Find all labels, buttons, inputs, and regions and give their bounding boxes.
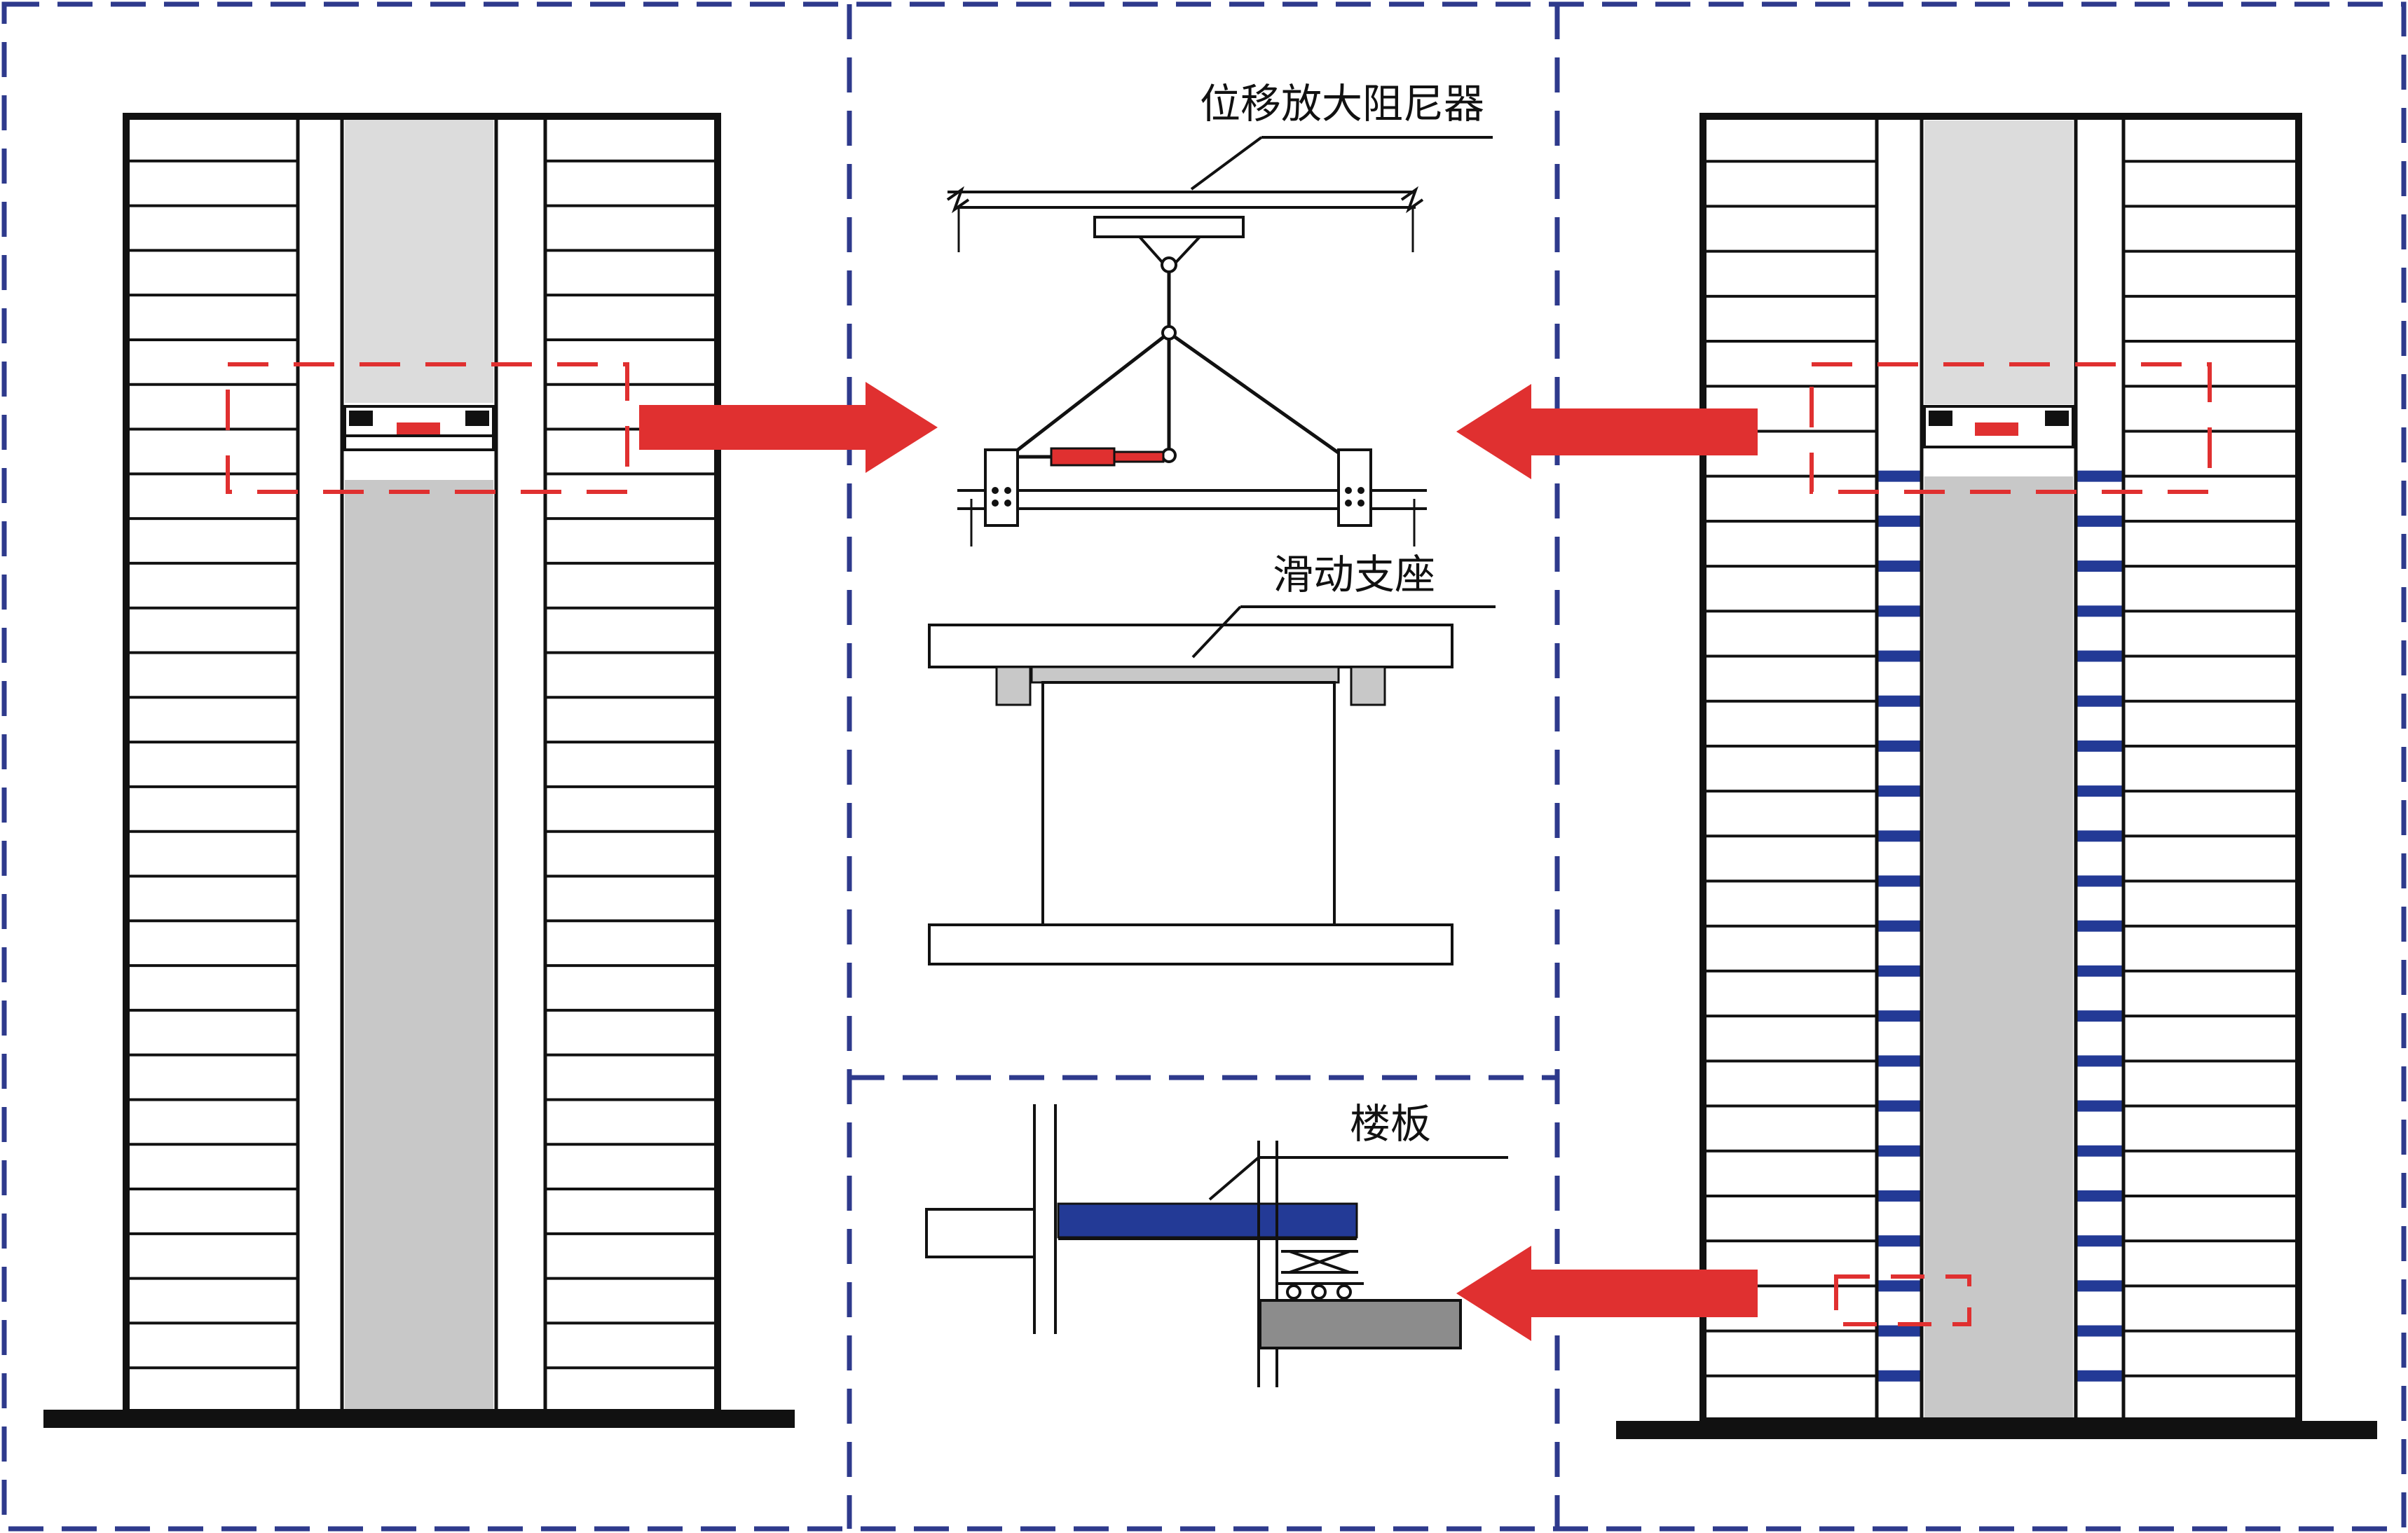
core-wall-lower [1924, 476, 2073, 1422]
floor-slab-marker [2076, 1280, 2123, 1292]
floor-slab-marker [1877, 1145, 1922, 1157]
highlight-box-left [226, 362, 629, 494]
floor-slab-marker [1877, 1100, 1922, 1112]
floor-slab-marker [1877, 1370, 1922, 1382]
arrow-right-to-slab [1456, 1246, 1758, 1341]
floor-slab-marker [1877, 965, 1922, 977]
floor-slab-marker [2076, 1325, 2123, 1337]
label-sliding-support: 滑动支座 [1273, 551, 1435, 598]
right-damper-zone [1923, 405, 2074, 448]
building-right [1616, 113, 2377, 1439]
floor-slab-marker [2076, 1235, 2123, 1247]
core-wall-lower [345, 480, 493, 1412]
floor-slab-marker [2076, 561, 2123, 572]
floor-slab-marker [1877, 830, 1922, 842]
left-damper-zone [343, 405, 495, 451]
floor-slab-marker [1877, 470, 1922, 482]
floor-lines [129, 159, 715, 1370]
damper-detail [946, 136, 1493, 546]
floor-slab-detail [925, 1104, 1508, 1387]
floor-slab-marker [1877, 785, 1922, 797]
floor-slab-marker [2076, 740, 2123, 752]
floor-slab-marker [1877, 1010, 1922, 1022]
arrow-left-to-damper [639, 382, 938, 473]
sliding-support-detail [928, 605, 1496, 965]
floor-slab-marker [1877, 1190, 1922, 1202]
floor-slab-marker [1877, 561, 1922, 572]
floor-slab-marker [2076, 515, 2123, 527]
highlight-box-right-top [1810, 362, 2212, 494]
floor-slab-marker [2076, 965, 2123, 977]
core-wall-upper [1924, 121, 2073, 404]
floor-slab-marker [2076, 650, 2123, 662]
core-wall-upper [345, 119, 493, 403]
floor-slab-marker [2076, 1190, 2123, 1202]
floor-slab-marker [2076, 875, 2123, 887]
floor-slab-marker [2076, 830, 2123, 842]
arrow-right-to-damper [1456, 384, 1758, 479]
arrows [639, 382, 1758, 1341]
floor-slab-marker [1877, 1235, 1922, 1247]
floor-slab-marker [1877, 605, 1922, 617]
floor-slab-marker [1877, 875, 1922, 887]
floor-slab-marker [1877, 1280, 1922, 1292]
floor-slab-marker [2076, 1055, 2123, 1067]
floor-slab-marker [1877, 515, 1922, 527]
floor-slab-marker [1877, 650, 1922, 662]
floor-slab-marker [2076, 470, 2123, 482]
floor-slab-marker [2076, 695, 2123, 707]
floor-slab-marker [2076, 1370, 2123, 1382]
floor-slab-marker [2076, 1010, 2123, 1022]
highlight-box-right-bottom [1834, 1274, 1971, 1326]
floor-slab-marker [1877, 920, 1922, 932]
building-left [43, 113, 795, 1428]
floor-slab-marker [1877, 1325, 1922, 1337]
floor-slab-markers [1877, 470, 2123, 1382]
floor-slab-marker [2076, 1145, 2123, 1157]
floor-slab-marker [2076, 605, 2123, 617]
floor-slab-marker [2076, 785, 2123, 797]
floor-slab-marker [2076, 920, 2123, 932]
label-damper: 位移放大阻尼器 [1200, 80, 1484, 128]
ground-base [1616, 1421, 2377, 1439]
floor-slab-marker [1877, 740, 1922, 752]
floor-slab-marker [1877, 1055, 1922, 1067]
label-floor-slab: 楼板 [1350, 1100, 1431, 1148]
floor-slab-marker [2076, 1100, 2123, 1112]
floor-slab-marker [1877, 695, 1922, 707]
ground-base [43, 1410, 795, 1428]
